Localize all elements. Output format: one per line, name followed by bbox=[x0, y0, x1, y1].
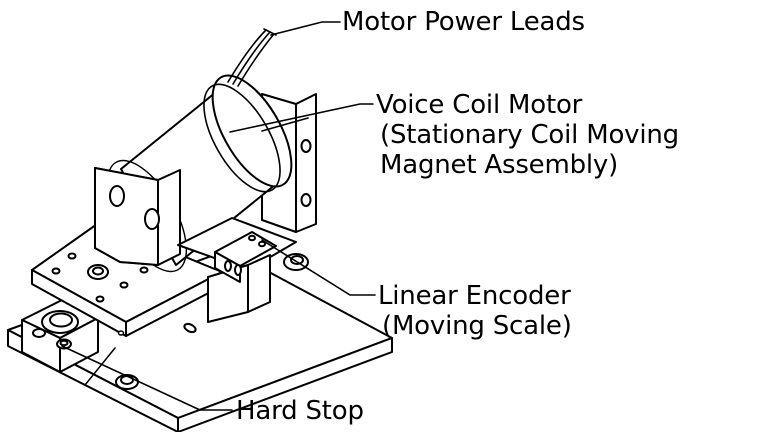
label-linear-encoder: Linear Encoder bbox=[378, 281, 571, 311]
label-motor-power-leads: Motor Power Leads bbox=[342, 7, 585, 37]
left-bracket bbox=[94, 167, 181, 266]
label-linear-encoder-line2: (Moving Scale) bbox=[382, 311, 572, 341]
hard-stop bbox=[21, 299, 99, 373]
label-hard-stop: Hard Stop bbox=[236, 396, 364, 426]
label-voice-coil-motor-line2: (Stationary Coil Moving bbox=[380, 120, 679, 150]
label-voice-coil-motor: Voice Coil Motor bbox=[376, 90, 583, 120]
label-voice-coil-motor-line3: Magnet Assembly) bbox=[380, 150, 619, 180]
base-mounting-hole bbox=[115, 374, 139, 390]
linear-encoder bbox=[177, 217, 297, 323]
base-slot bbox=[183, 322, 197, 334]
carriage-plate-holes bbox=[51, 241, 149, 336]
leader-lines bbox=[61, 21, 376, 411]
